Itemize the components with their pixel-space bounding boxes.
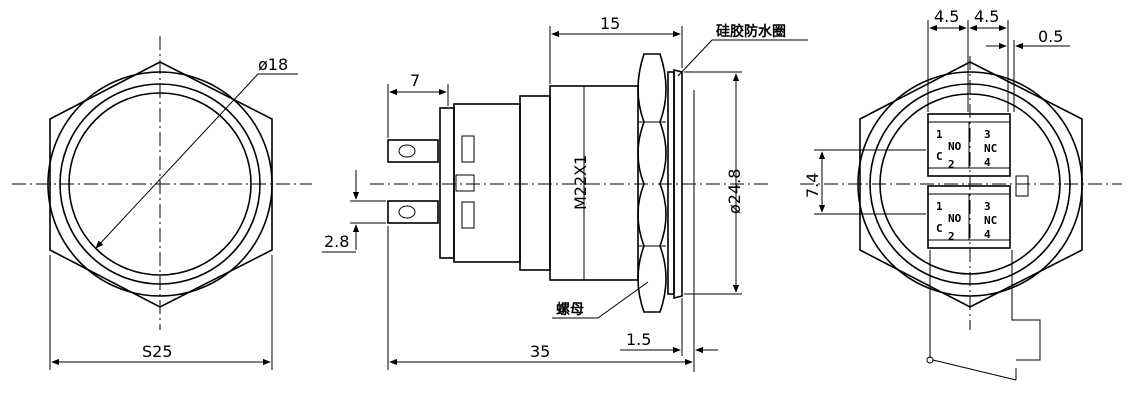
bottom-block-c: C (936, 222, 943, 235)
top-block-no: NO (948, 140, 962, 153)
dim35-label: 35 (530, 342, 550, 361)
block-slot-lower (461, 201, 475, 229)
bottom-block-num3: 3 (984, 200, 991, 213)
bezel-ring-circle (59, 83, 261, 285)
pin-hole-lower (398, 205, 416, 219)
rear-view: 1 NO C 2 3 NC 4 1 NO C 2 3 NC 4 4.5 4.5 … (800, 7, 1122, 381)
bottom-block-num2: 2 (948, 230, 955, 243)
dim7-label: 7 (410, 71, 420, 90)
side-view: M22X1 15 硅胶防水圈 7 2.8 ø24.8 (322, 14, 808, 372)
thread-body (549, 85, 639, 281)
top-block-num2: 2 (948, 158, 955, 171)
diameter-18-label: ø18 (258, 55, 288, 74)
washer-leader (677, 39, 713, 77)
bottom-block-num4: 4 (984, 228, 991, 241)
nut-leader (597, 281, 649, 319)
dim248-label: ø24.8 (725, 169, 744, 214)
nut-callout: 螺母 (556, 301, 584, 318)
pin-hole-upper (398, 144, 416, 158)
nut-profile (637, 53, 667, 313)
switch-block (453, 103, 521, 263)
rear-ring-circle (869, 83, 1071, 285)
rear-dim-05: 0.5 (1038, 27, 1063, 46)
bezel-outer-circle (47, 71, 273, 297)
housing-step (519, 95, 551, 271)
block-slot-upper (461, 135, 475, 163)
block-clip (455, 174, 475, 192)
rear-inner-circle (879, 93, 1061, 275)
button-circle (68, 92, 252, 276)
rear-dim-45-left: 4.5 (934, 7, 959, 26)
terminal-pin-upper (387, 139, 439, 163)
dim15-label: 15 (600, 14, 620, 33)
rear-dim-74: 7.4 (803, 173, 822, 198)
thread-label: M22X1 (571, 155, 590, 210)
rear-outer-circle (857, 71, 1083, 297)
top-block-num4: 4 (984, 156, 991, 169)
top-block-c: C (936, 150, 943, 163)
rear-hex-outline (859, 61, 1083, 308)
silicone-washer (667, 71, 675, 295)
hex-nut-outline (49, 61, 273, 308)
switch-block-left (439, 107, 455, 259)
top-block-num1: 1 (936, 128, 943, 141)
top-block-num3: 3 (984, 128, 991, 141)
diameter-18-leader (95, 73, 259, 249)
rear-dim-45-right: 4.5 (974, 7, 999, 26)
bottom-block-nc: NC (984, 214, 997, 227)
dim28-label: 2.8 (324, 232, 349, 251)
top-block-nc: NC (984, 142, 997, 155)
terminal-pin-lower (387, 200, 439, 224)
wire-right-path (1011, 250, 1041, 361)
bottom-block-no: NO (948, 212, 962, 225)
rear-side-tab (1015, 175, 1029, 197)
width-25-label: S25 (142, 342, 173, 361)
bezel-edge (673, 68, 683, 300)
washer-callout: 硅胶防水圈 (716, 23, 786, 40)
front-view: ø18 S25 (12, 36, 312, 370)
wire-diagonal (932, 359, 1017, 381)
dim15b-label: 1.5 (626, 330, 651, 349)
bottom-block-num1: 1 (936, 200, 943, 213)
